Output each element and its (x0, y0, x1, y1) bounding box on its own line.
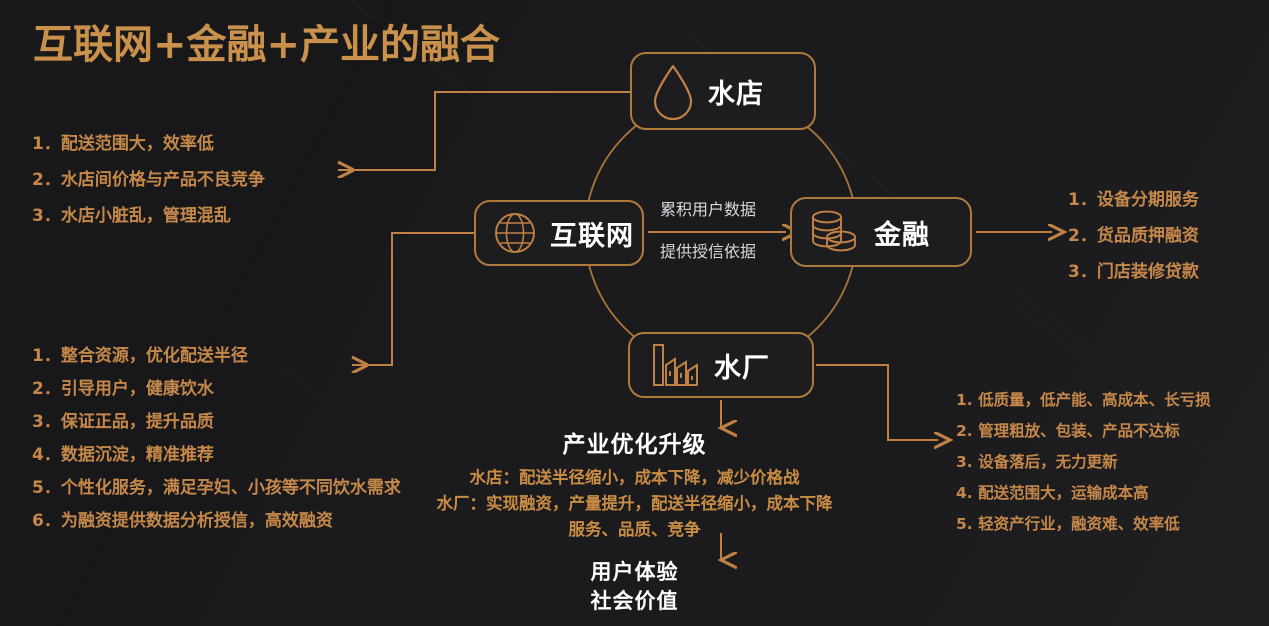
node-internet[interactable]: 互联网 (474, 200, 644, 266)
water-drop-icon (650, 62, 696, 120)
node-finance[interactable]: 金融 (790, 197, 972, 267)
edge-label-credit: 提供授信依据 (660, 242, 757, 261)
list-item: 1．整合资源，优化配送半径 (32, 346, 248, 366)
connector-internet-to-benefits (352, 232, 474, 365)
node-factory[interactable]: 水厂 (628, 332, 814, 398)
page-title: 互联网+金融+产业的融合 (33, 22, 501, 68)
connector-factory-to-problems (816, 364, 938, 440)
final-outcome: 用户体验 社会价值 (0, 558, 1269, 616)
coins-icon (808, 207, 862, 257)
list-item: 1．配送范围大，效率低 (32, 134, 214, 154)
list-item: 5. 轻资产行业，融资难、效率低 (956, 515, 1180, 533)
list-factory-problems: 1. 低质量，低产能、高成本、长亏损 2. 管理粗放、包装、产品不达标 3. 设… (956, 385, 1211, 540)
list-item: 4．数据沉淀，精准推荐 (32, 445, 214, 465)
factory-icon (650, 341, 702, 389)
list-shop-problems: 1．配送范围大，效率低 2．水店间价格与产品不良竞争 3．水店小脏乱，管理混乱 (32, 126, 265, 234)
list-item: 3．保证正品，提升品质 (32, 412, 214, 432)
final-line-2: 社会价值 (590, 589, 679, 613)
list-item: 3．水店小脏乱，管理混乱 (32, 206, 231, 226)
list-finance-services: 1．设备分期服务 2．货品质押融资 3．门店装修贷款 (1068, 182, 1199, 290)
connector-shop-to-problems (338, 91, 635, 170)
node-shop-label: 水店 (708, 78, 764, 110)
list-item: 2．水店间价格与产品不良竞争 (32, 170, 265, 190)
list-item: 2. 管理粗放、包装、产品不达标 (956, 422, 1180, 440)
list-item: 1．设备分期服务 (1068, 190, 1199, 210)
node-internet-label: 互联网 (550, 220, 634, 252)
list-internet-benefits: 1．整合资源，优化配送半径 2．引导用户，健康饮水 3．保证正品，提升品质 4．… (32, 340, 401, 538)
edge-label-data: 累积用户数据 (660, 200, 757, 219)
list-item: 1. 低质量，低产能、高成本、长亏损 (956, 391, 1211, 409)
final-line-1: 用户体验 (590, 560, 679, 584)
node-factory-label: 水厂 (714, 352, 770, 384)
list-item: 3. 设备落后，无力更新 (956, 453, 1118, 471)
list-item: 4. 配送范围大，运输成本高 (956, 484, 1149, 502)
list-item: 2．货品质押融资 (1068, 226, 1199, 246)
node-shop[interactable]: 水店 (630, 52, 816, 130)
list-item: 2．引导用户，健康饮水 (32, 379, 214, 399)
node-finance-label: 金融 (874, 219, 930, 251)
list-item: 3．门店装修贷款 (1068, 262, 1199, 282)
list-item: 5．个性化服务，满足孕妇、小孩等不同饮水需求 (32, 478, 401, 498)
globe-icon (492, 210, 538, 256)
list-item: 6．为融资提供数据分析授信，高效融资 (32, 511, 333, 531)
